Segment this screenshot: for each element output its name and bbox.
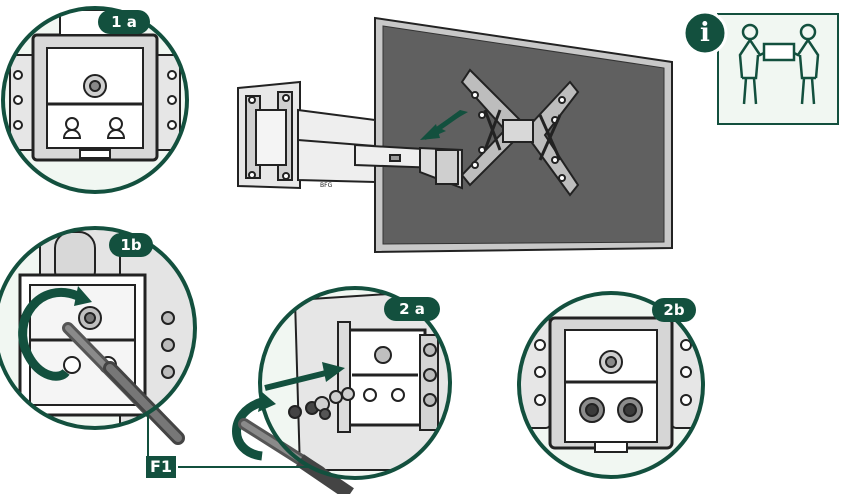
info-glyph: i	[700, 18, 710, 48]
step-1b-label: 1b	[109, 233, 153, 257]
step-1a-label: 1 a	[98, 10, 150, 34]
detail-1b-lens	[0, 226, 197, 445]
wall-plate	[237, 80, 301, 190]
two-person-lift-panel	[682, 10, 839, 125]
arrow-head	[420, 124, 440, 140]
two-people-lifting-icon	[738, 23, 820, 105]
detail-2a-lens	[232, 286, 452, 494]
info-icon	[682, 10, 728, 56]
svg-text:BFG: BFG	[320, 182, 333, 189]
insertion-arrow-icon	[264, 369, 331, 391]
vesa-bracket	[460, 68, 580, 197]
tv-mount-assembly: BFG	[237, 16, 673, 254]
step-2a-label: 2 a	[384, 297, 440, 321]
tool-f1-label: F1	[146, 456, 176, 478]
rotation-arrow-icon	[18, 287, 80, 381]
detail-1a-lens	[1, 6, 189, 194]
hex-key-tool	[62, 322, 185, 445]
step-2b-label: 2b	[652, 298, 696, 322]
swing-arm: BFG	[297, 108, 463, 190]
rotation-arrow-2a-icon	[232, 397, 264, 461]
detail-2b-lens	[517, 291, 705, 479]
